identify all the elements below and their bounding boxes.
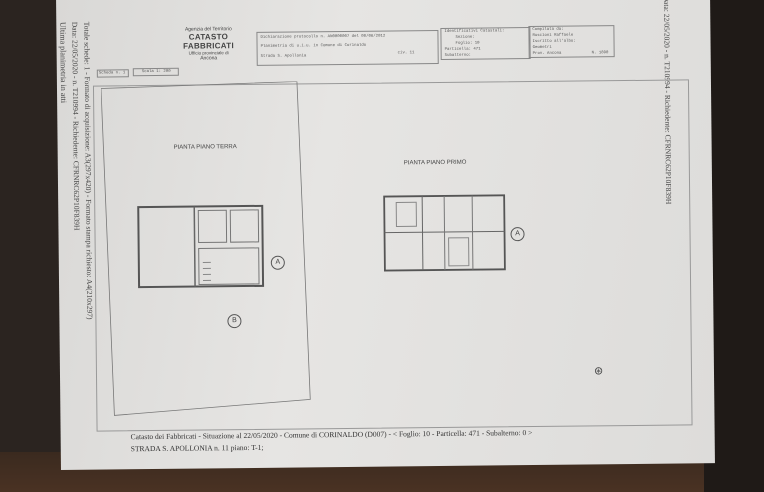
ids-box: Identificativi Catastali: Sezione: Fogli… [440,27,531,60]
cadastral-sheet: Ultima planimetria in atti Data: 22/05/2… [56,0,715,470]
ground-floor-title: PIANTA PIANO TERRA [173,144,237,151]
footer-address: STRADA S. APOLLONIA n. 11 piano: T-1; [130,442,264,454]
ids-label: Identificativi Catastali: [444,29,505,34]
title: CATASTO FABBRICATI [183,32,235,51]
margin-format: Totale schede: 1 - Formato di acquisizio… [82,21,95,320]
agency-block: Agenzia del Territorio CATASTO FABBRICAT… [168,26,248,62]
first-floor-plan [383,194,506,272]
first-floor-title: PIANTA PIANO PRIMO [403,159,467,167]
street: Strada S. Apollonia [260,54,307,59]
sheet: Foglio: 10 [455,41,480,46]
subaltern: Subalterno: [444,53,472,58]
scale: Scala 1: 200 [141,69,171,75]
marker-a-first: A [510,227,525,242]
marker-b: B [227,314,242,329]
planimetry: Planimetria di u.i.u. in Comune di Corin… [260,43,367,49]
margin-last-plan: Ultima planimetria in atti [58,21,69,104]
declaration-box: Dichiarazione protocollo n. AN0000007 de… [256,29,439,66]
prov: Prov. Ancona [532,51,562,57]
north-arrow-icon: ⊛ [593,365,604,378]
province: Ancona [200,55,218,62]
scale-box: Scala 1: 200 [132,67,179,77]
marker-a-ground: A [270,255,285,270]
registered: Iscritto all'albo: [532,39,576,45]
ground-floor-plan [137,204,265,289]
civic: civ. 11 [397,51,415,56]
scheda: Scheda n. 1 [98,71,126,76]
compiled-by: Compilata da: [532,27,564,33]
compiler: Ruscioni Raffaele [532,33,574,39]
scheda-box: Scheda n. 1 [96,69,129,78]
declaration: Dichiarazione protocollo n. AN0000007 de… [260,34,386,40]
lot-outline [100,81,311,416]
section: Sezione: [455,35,475,40]
parcel: Particella: 471 [444,47,481,52]
compiler-box: Compilata da: Ruscioni Raffaele Iscritto… [528,25,615,59]
margin-request: Data: 22/05/2020 - n. T210994 - Richiede… [70,21,82,231]
number: N. 1890 [591,51,609,56]
registry: Geometri [532,45,552,51]
